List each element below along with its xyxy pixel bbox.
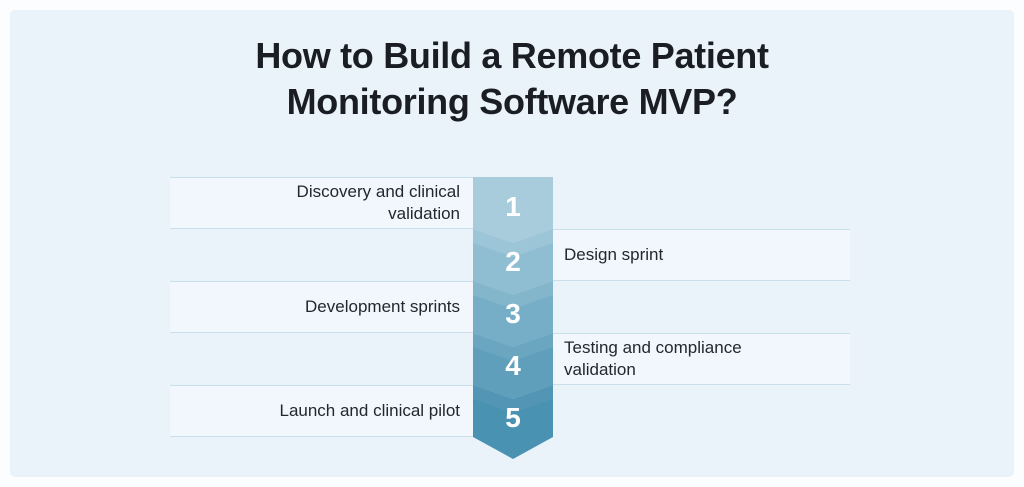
page-title-line-1: How to Build a Remote Patient <box>255 35 769 76</box>
step-row-5: Launch and clinical pilot <box>170 385 473 437</box>
step-row-4: Testing and compliance validation <box>553 333 850 385</box>
step-number-5: 5 <box>505 402 521 433</box>
page-title: How to Build a Remote Patient Monitoring… <box>0 33 1024 125</box>
step-label-5: Launch and clinical pilot <box>279 401 460 420</box>
step-label-1: Discovery and clinical validation <box>296 182 460 223</box>
step-number-4: 4 <box>505 350 521 381</box>
step-row-3: Development sprints <box>170 281 473 333</box>
step-ribbon: 1 2 3 4 5 <box>473 177 553 460</box>
step-label-2: Design sprint <box>564 245 664 264</box>
step-row-2: Design sprint <box>553 229 850 281</box>
step-label-4: Testing and compliance validation <box>564 338 742 379</box>
step-number-1: 1 <box>505 191 521 222</box>
step-number-3: 3 <box>505 298 521 329</box>
step-row-1: Discovery and clinical validation <box>170 177 473 229</box>
step-chevron-1: 1 <box>473 177 553 243</box>
page-title-line-2: Monitoring Software MVP? <box>286 81 738 122</box>
step-label-3: Development sprints <box>305 297 460 316</box>
step-number-2: 2 <box>505 246 521 277</box>
